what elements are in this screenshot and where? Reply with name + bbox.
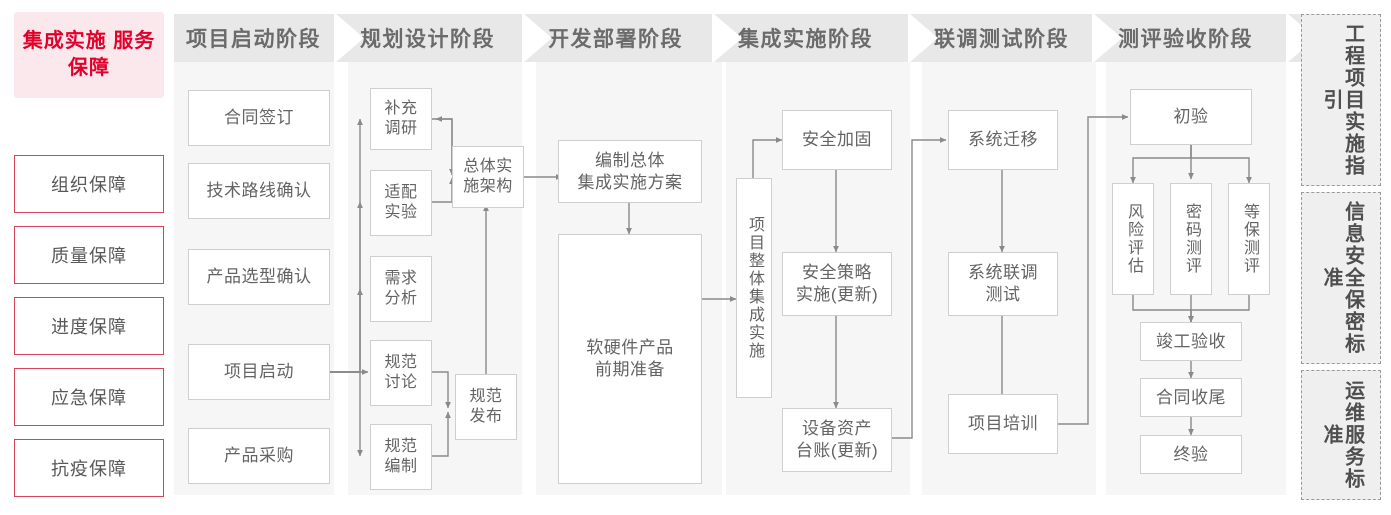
node-spec-drafting[interactable]: 规范 编制	[370, 424, 432, 490]
standard-label: 信息安全保密标准	[1320, 201, 1364, 355]
node-system-migration[interactable]: 系统迁移	[948, 110, 1058, 170]
phase-header-label: 测评验收阶段	[1118, 28, 1253, 51]
sidebar-item-3[interactable]: 应急保障	[14, 368, 164, 426]
phase-header-label: 集成实施阶段	[738, 28, 873, 51]
sidebar-item-0[interactable]: 组织保障	[14, 155, 164, 213]
sidebar-item-label: 进度保障	[51, 317, 127, 337]
sidebar-title: 集成实施 服务保障	[14, 12, 164, 98]
node-hardware-software-prep[interactable]: 软硬件产品 前期准备	[558, 234, 702, 484]
node-product-purchase[interactable]: 产品采购	[188, 428, 330, 484]
phase-header-3[interactable]: 开发部署阶段	[536, 14, 740, 62]
node-final-acceptance[interactable]: 终验	[1140, 435, 1242, 474]
phase-header-label: 开发部署阶段	[548, 28, 683, 51]
node-contract-closure[interactable]: 合同收尾	[1140, 378, 1242, 417]
node-project-kickoff[interactable]: 项目启动	[188, 344, 330, 400]
node-spec-release[interactable]: 规范 发布	[455, 374, 517, 440]
sidebar-item-2[interactable]: 进度保障	[14, 297, 164, 355]
node-joint-debug-test[interactable]: 系统联调 测试	[948, 252, 1058, 316]
phase-header-4[interactable]: 集成实施阶段	[726, 14, 928, 62]
standard-panel-security-standard[interactable]: 信息安全保密标准	[1301, 192, 1381, 364]
phase-header-5[interactable]: 联调测试阶段	[922, 14, 1114, 62]
node-security-policy[interactable]: 安全策略 实施(更新)	[782, 252, 892, 316]
node-project-training[interactable]: 项目培训	[948, 394, 1058, 454]
node-security-hardening[interactable]: 安全加固	[782, 110, 892, 170]
node-first-acceptance[interactable]: 初验	[1130, 89, 1252, 145]
sidebar-item-label: 应急保障	[51, 388, 127, 408]
node-contract[interactable]: 合同签订	[188, 90, 330, 146]
sidebar-item-4[interactable]: 抗疫保障	[14, 439, 164, 497]
node-tech-route[interactable]: 技术路线确认	[188, 163, 330, 219]
node-implementation-plan[interactable]: 编制总体 集成实施方案	[558, 140, 702, 203]
standard-panel-engineering-guide[interactable]: 工程项目实施指引	[1301, 14, 1381, 186]
phase-header-1[interactable]: 项目启动阶段	[174, 14, 352, 62]
standard-label: 工程项目实施指引	[1320, 23, 1364, 177]
node-grade-protection-evaluation[interactable]: 等保测评	[1228, 183, 1270, 295]
node-product-selection[interactable]: 产品选型确认	[188, 249, 330, 305]
sidebar-item-1[interactable]: 质量保障	[14, 226, 164, 284]
phase-header-label: 联调测试阶段	[934, 28, 1069, 51]
standard-label: 运维服务标准	[1320, 380, 1364, 490]
node-completion-acceptance[interactable]: 竣工验收	[1140, 322, 1242, 361]
node-crypto-evaluation[interactable]: 密码测评	[1170, 183, 1212, 295]
sidebar-item-label: 抗疫保障	[51, 459, 127, 479]
sidebar-item-label: 组织保障	[51, 175, 127, 195]
phase-header-label: 规划设计阶段	[360, 28, 495, 51]
sidebar-item-label: 质量保障	[51, 246, 127, 266]
node-overall-integration[interactable]: 项目整体集成实施	[736, 178, 772, 398]
node-overall-architecture[interactable]: 总体实 施架构	[452, 146, 524, 208]
standard-panel-ops-service-standard[interactable]: 运维服务标准	[1301, 370, 1381, 500]
node-supplementary-survey[interactable]: 补充 调研	[370, 88, 432, 150]
node-risk-evaluation[interactable]: 风险评估	[1112, 183, 1154, 295]
phase-header-label: 项目启动阶段	[186, 28, 321, 51]
phase-header-2[interactable]: 规划设计阶段	[348, 14, 540, 62]
node-adaptation-experiment[interactable]: 适配 实验	[370, 170, 432, 236]
node-requirement-analysis[interactable]: 需求 分析	[370, 256, 432, 322]
phase-header-6[interactable]: 测评验收阶段	[1106, 14, 1304, 62]
node-spec-discussion[interactable]: 规范 讨论	[370, 340, 432, 406]
node-asset-ledger[interactable]: 设备资产 台账(更新)	[782, 408, 892, 472]
